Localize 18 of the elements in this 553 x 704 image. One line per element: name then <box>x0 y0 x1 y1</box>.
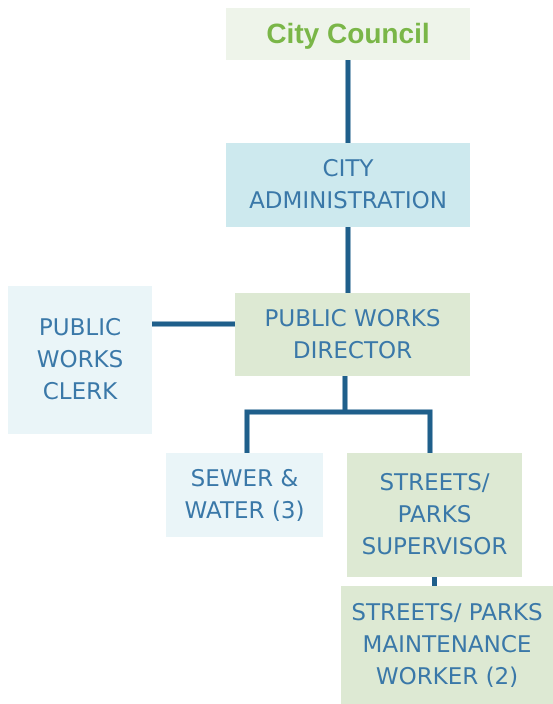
org-box <box>235 293 470 376</box>
org-box <box>347 453 522 577</box>
role-label: STREETS/ PARKS SUPERVISOR <box>360 469 508 562</box>
org-box <box>341 586 553 704</box>
connector-line <box>432 577 437 586</box>
heading: City Council <box>266 18 430 50</box>
role-label: SEWER & WATER (3) <box>184 465 306 526</box>
org-box <box>166 453 323 537</box>
role-label: STREETS/ PARKS MAINTENANCE WORKER (2) <box>350 599 544 692</box>
org-box <box>226 8 470 60</box>
role-label: CITY ADMINISTRATION <box>248 155 448 216</box>
role-label: PUBLIC WORKS CLERK <box>36 314 124 407</box>
connector-line <box>346 60 350 143</box>
connector-line <box>346 227 350 293</box>
org-box <box>8 286 152 434</box>
connector-line <box>152 322 235 326</box>
role-label: PUBLIC WORKS DIRECTOR <box>264 304 442 366</box>
org-box <box>226 143 470 227</box>
